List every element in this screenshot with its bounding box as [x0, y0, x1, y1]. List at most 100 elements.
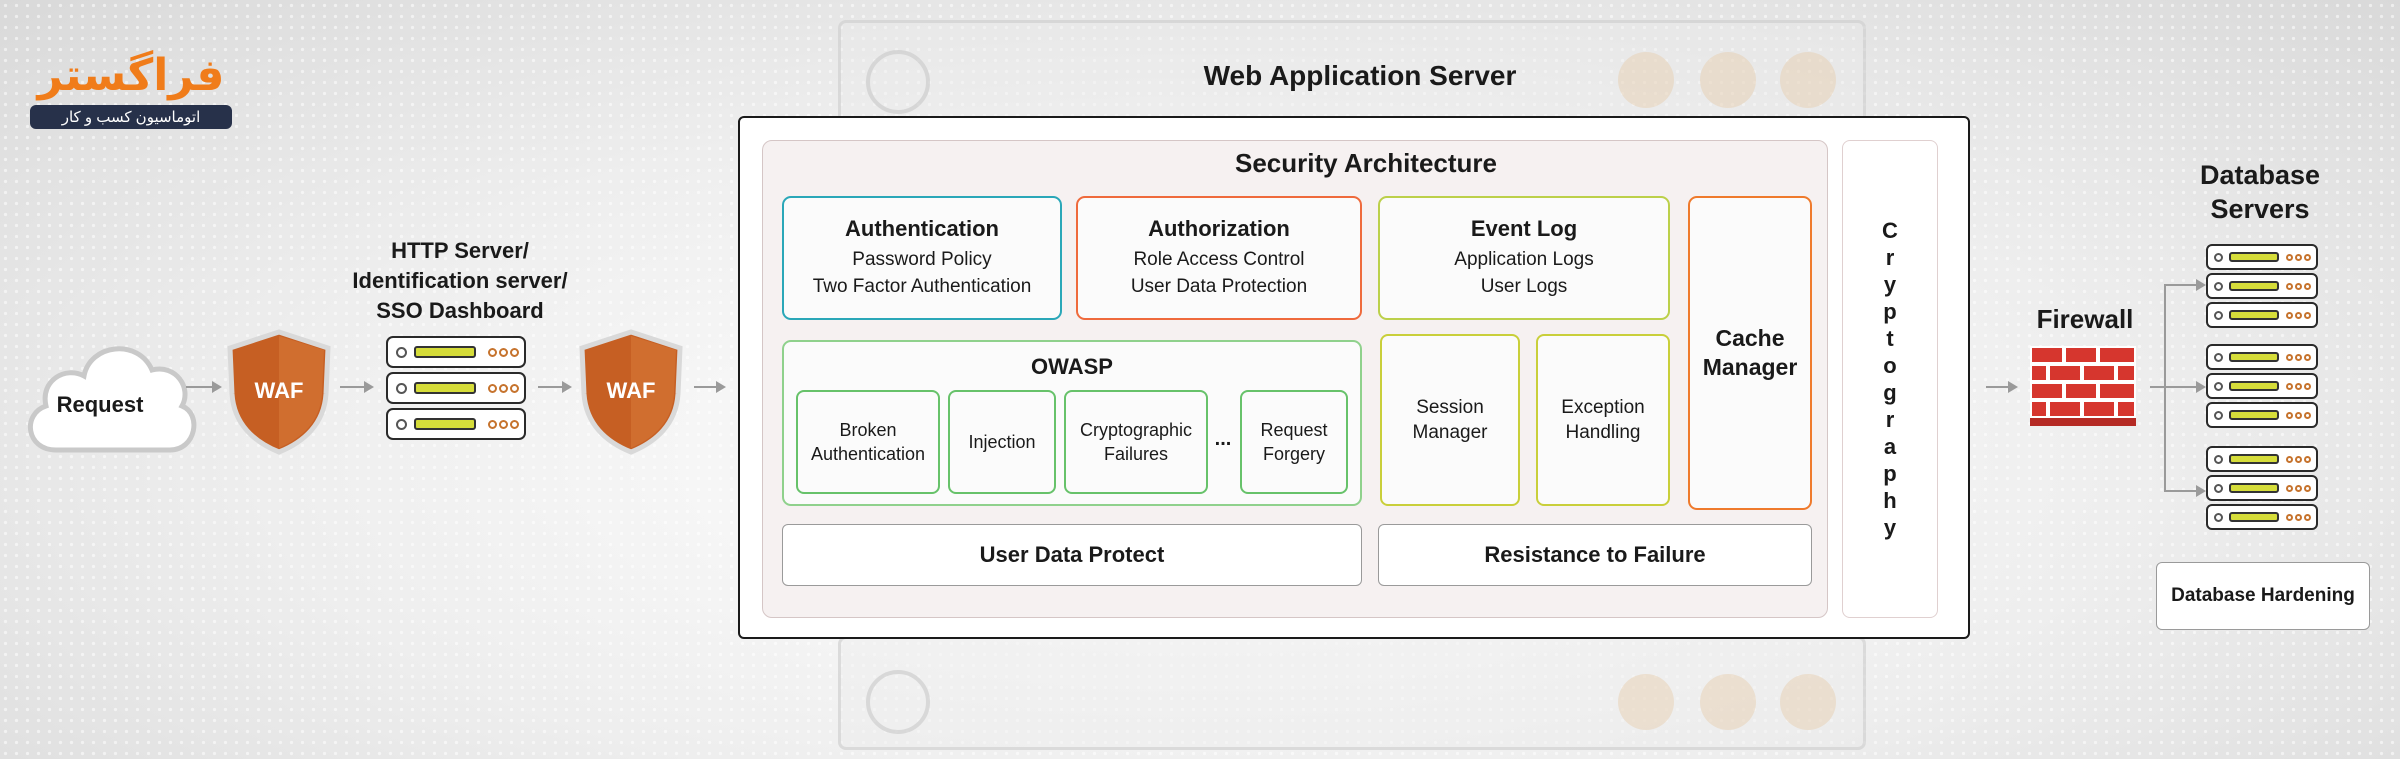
event-log-title: Event Log — [1470, 216, 1578, 241]
db-server-unit — [2206, 475, 2318, 501]
led-icon — [510, 420, 519, 429]
db-server-unit — [2206, 446, 2318, 472]
led-icon — [2295, 456, 2302, 463]
authentication-card: Authentication Password Policy Two Facto… — [782, 196, 1062, 320]
logo-wordmark: فراگستر — [37, 51, 225, 100]
owasp-item-line: Request — [1260, 420, 1328, 440]
event-log-line: User Logs — [1480, 276, 1568, 297]
led-icon — [2286, 312, 2293, 319]
owasp-item-line: Injection — [968, 432, 1036, 452]
http-server-unit — [386, 336, 526, 368]
led-icon — [2304, 283, 2311, 290]
led-icon — [499, 384, 508, 393]
http-server-title: HTTP Server/ Identification server/ SSO … — [340, 236, 580, 326]
security-architecture-title: Security Architecture — [1234, 148, 1498, 178]
power-icon — [2214, 382, 2223, 391]
led-icon — [2286, 485, 2293, 492]
led-icon — [2304, 514, 2311, 521]
drive-bar — [2229, 381, 2279, 391]
power-icon — [396, 347, 407, 358]
led-icon — [499, 348, 508, 357]
power-icon — [2214, 253, 2223, 262]
cryptography-letter: y — [1883, 272, 1897, 297]
led-icon — [2304, 312, 2311, 319]
branch-line — [2164, 284, 2166, 490]
event-log-line: Application Logs — [1454, 249, 1594, 270]
led-icon — [488, 420, 497, 429]
arrow — [186, 381, 222, 393]
power-icon — [2214, 353, 2223, 362]
cryptography-letter: h — [1883, 488, 1897, 513]
authorization-line: Role Access Control — [1133, 249, 1305, 270]
owasp-item-line: Failures — [1103, 444, 1169, 464]
db-server-unit — [2206, 244, 2318, 270]
drive-bar — [2229, 352, 2279, 362]
led-icon — [2295, 383, 2302, 390]
authorization-card: Authorization Role Access Control User D… — [1076, 196, 1362, 320]
cryptography-letter: t — [1886, 326, 1894, 351]
drive-bar — [414, 346, 476, 358]
cloud-icon — [28, 346, 197, 453]
db-server-unit — [2206, 273, 2318, 299]
firewall-label: Firewall — [2036, 304, 2134, 334]
cryptography-letter: g — [1883, 380, 1897, 405]
power-icon — [2214, 282, 2223, 291]
led-icon — [2295, 412, 2302, 419]
led-icon — [2295, 312, 2302, 319]
cryptography-column: C r y p t o g r a p h y — [1842, 140, 1938, 618]
database-title: Database Servers — [2170, 158, 2350, 226]
logo: فراگستر اتوماسیون کسب و کار — [30, 50, 232, 129]
arrow — [694, 381, 726, 393]
drive-bar — [2229, 281, 2279, 291]
drive-bar — [2229, 454, 2279, 464]
http-server-title-line: Identification server/ — [352, 268, 568, 293]
cryptography-letter: p — [1883, 299, 1897, 324]
session-manager-line: Manager — [1412, 422, 1488, 443]
resistance-to-failure-bar: Resistance to Failure — [1378, 524, 1812, 586]
led-icon — [2304, 412, 2311, 419]
db-server-unit — [2206, 402, 2318, 428]
led-icon — [2304, 254, 2311, 261]
led-icon — [2304, 354, 2311, 361]
led-icon — [2295, 485, 2302, 492]
authorization-title: Authorization — [1148, 216, 1290, 241]
database-title-line: Database — [2199, 160, 2321, 190]
arrow — [1986, 381, 2018, 393]
owasp-item-line: Forgery — [1262, 444, 1325, 464]
led-icon — [2304, 485, 2311, 492]
drive-bar — [2229, 310, 2279, 320]
background-dot — [1780, 674, 1836, 730]
background-dot — [1700, 674, 1756, 730]
cryptography-letter: r — [1885, 245, 1895, 270]
led-icon — [2286, 412, 2293, 419]
power-icon — [2214, 311, 2223, 320]
led-icon — [2286, 254, 2293, 261]
led-icon — [2304, 383, 2311, 390]
led-icon — [2295, 354, 2302, 361]
session-manager-line: Session — [1416, 397, 1484, 418]
background-dot — [1700, 52, 1756, 108]
led-icon — [2286, 283, 2293, 290]
power-icon — [396, 383, 407, 394]
arrow — [538, 381, 572, 393]
database-title-line: Servers — [2210, 194, 2310, 224]
cryptography-letter: C — [1882, 218, 1898, 243]
owasp-title: OWASP — [1031, 354, 1113, 379]
led-icon — [510, 348, 519, 357]
led-icon — [510, 384, 519, 393]
background-server-top — [838, 20, 1866, 131]
arrow — [2164, 279, 2206, 291]
led-icon — [499, 420, 508, 429]
owasp-item-line: Authentication — [810, 444, 926, 464]
user-data-protect-bar: User Data Protect — [782, 524, 1362, 586]
power-icon — [2214, 484, 2223, 493]
exception-handling-line: Exception — [1561, 397, 1645, 418]
logo-tagline: اتوماسیون کسب و کار — [30, 105, 232, 129]
led-icon — [2286, 383, 2293, 390]
owasp-ellipsis: ... — [1214, 428, 1232, 450]
cryptography-letter: r — [1885, 407, 1895, 432]
drive-bar — [2229, 410, 2279, 420]
